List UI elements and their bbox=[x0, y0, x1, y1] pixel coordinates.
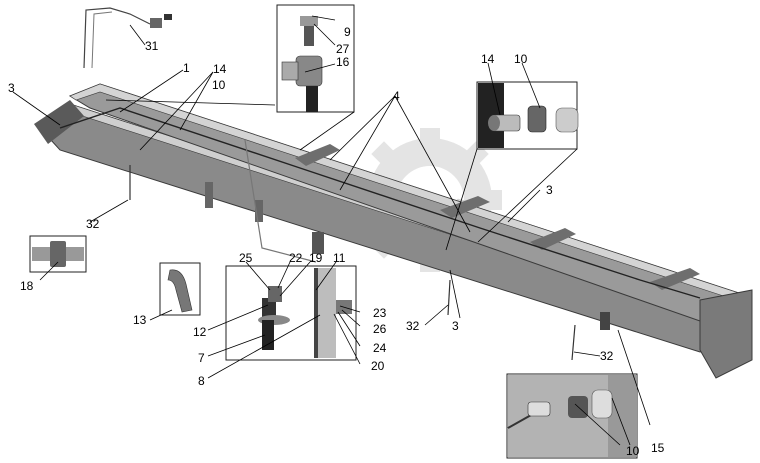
front-end-bracket bbox=[34, 100, 84, 144]
inset-right-fitting bbox=[476, 81, 579, 150]
inset-bottom-right-fitting bbox=[506, 373, 638, 459]
callout-32: 32 bbox=[600, 349, 614, 363]
rear-end-plate bbox=[699, 289, 753, 379]
callout-15: 15 bbox=[651, 441, 665, 455]
callout-14: 14 bbox=[481, 52, 495, 66]
callout-10: 10 bbox=[514, 52, 528, 66]
pipe-assembly-31 bbox=[83, 7, 172, 69]
cross-member bbox=[650, 268, 700, 290]
callout-27: 27 bbox=[336, 42, 350, 56]
callout-11: 11 bbox=[333, 251, 346, 265]
callout-20: 20 bbox=[371, 359, 385, 373]
callout-25: 25 bbox=[239, 251, 253, 265]
callout-19: 19 bbox=[309, 251, 323, 265]
callout-22: 22 bbox=[289, 251, 303, 265]
cross-member bbox=[530, 228, 576, 250]
callout-31: 31 bbox=[145, 39, 159, 53]
air-pipe bbox=[59, 107, 701, 299]
inset-center-valve bbox=[225, 265, 357, 361]
cross-member bbox=[440, 196, 490, 218]
callout-3: 3 bbox=[8, 81, 15, 95]
callout-10: 10 bbox=[212, 78, 226, 92]
callout-23: 23 bbox=[373, 306, 387, 320]
callout-3: 3 bbox=[546, 183, 553, 197]
callout-8: 8 bbox=[198, 374, 205, 388]
callout-10: 10 bbox=[626, 444, 640, 458]
inset-left-hose bbox=[159, 262, 201, 316]
callout-18: 18 bbox=[20, 279, 34, 293]
callout-16: 16 bbox=[336, 55, 350, 69]
callout-labels: 1 3 3 3 4 7 8 9 10 10 10 11 12 13 14 14 … bbox=[8, 25, 665, 458]
callout-14: 14 bbox=[213, 62, 227, 76]
leader-lines bbox=[12, 15, 651, 446]
callout-4: 4 bbox=[393, 89, 400, 103]
callout-32: 32 bbox=[86, 217, 100, 231]
cross-member bbox=[295, 144, 340, 166]
callout-12: 12 bbox=[193, 325, 207, 339]
callout-32: 32 bbox=[406, 319, 420, 333]
callout-7: 7 bbox=[198, 351, 205, 365]
callout-13: 13 bbox=[133, 313, 147, 327]
callout-3: 3 bbox=[452, 319, 459, 333]
callout-9: 9 bbox=[344, 25, 351, 39]
callout-26: 26 bbox=[373, 322, 387, 336]
callout-1: 1 bbox=[183, 61, 190, 75]
chassis-frame bbox=[34, 83, 753, 379]
callout-24: 24 bbox=[373, 341, 387, 355]
air-pipe bbox=[244, 139, 317, 263]
inset-left-clamp bbox=[29, 235, 87, 273]
